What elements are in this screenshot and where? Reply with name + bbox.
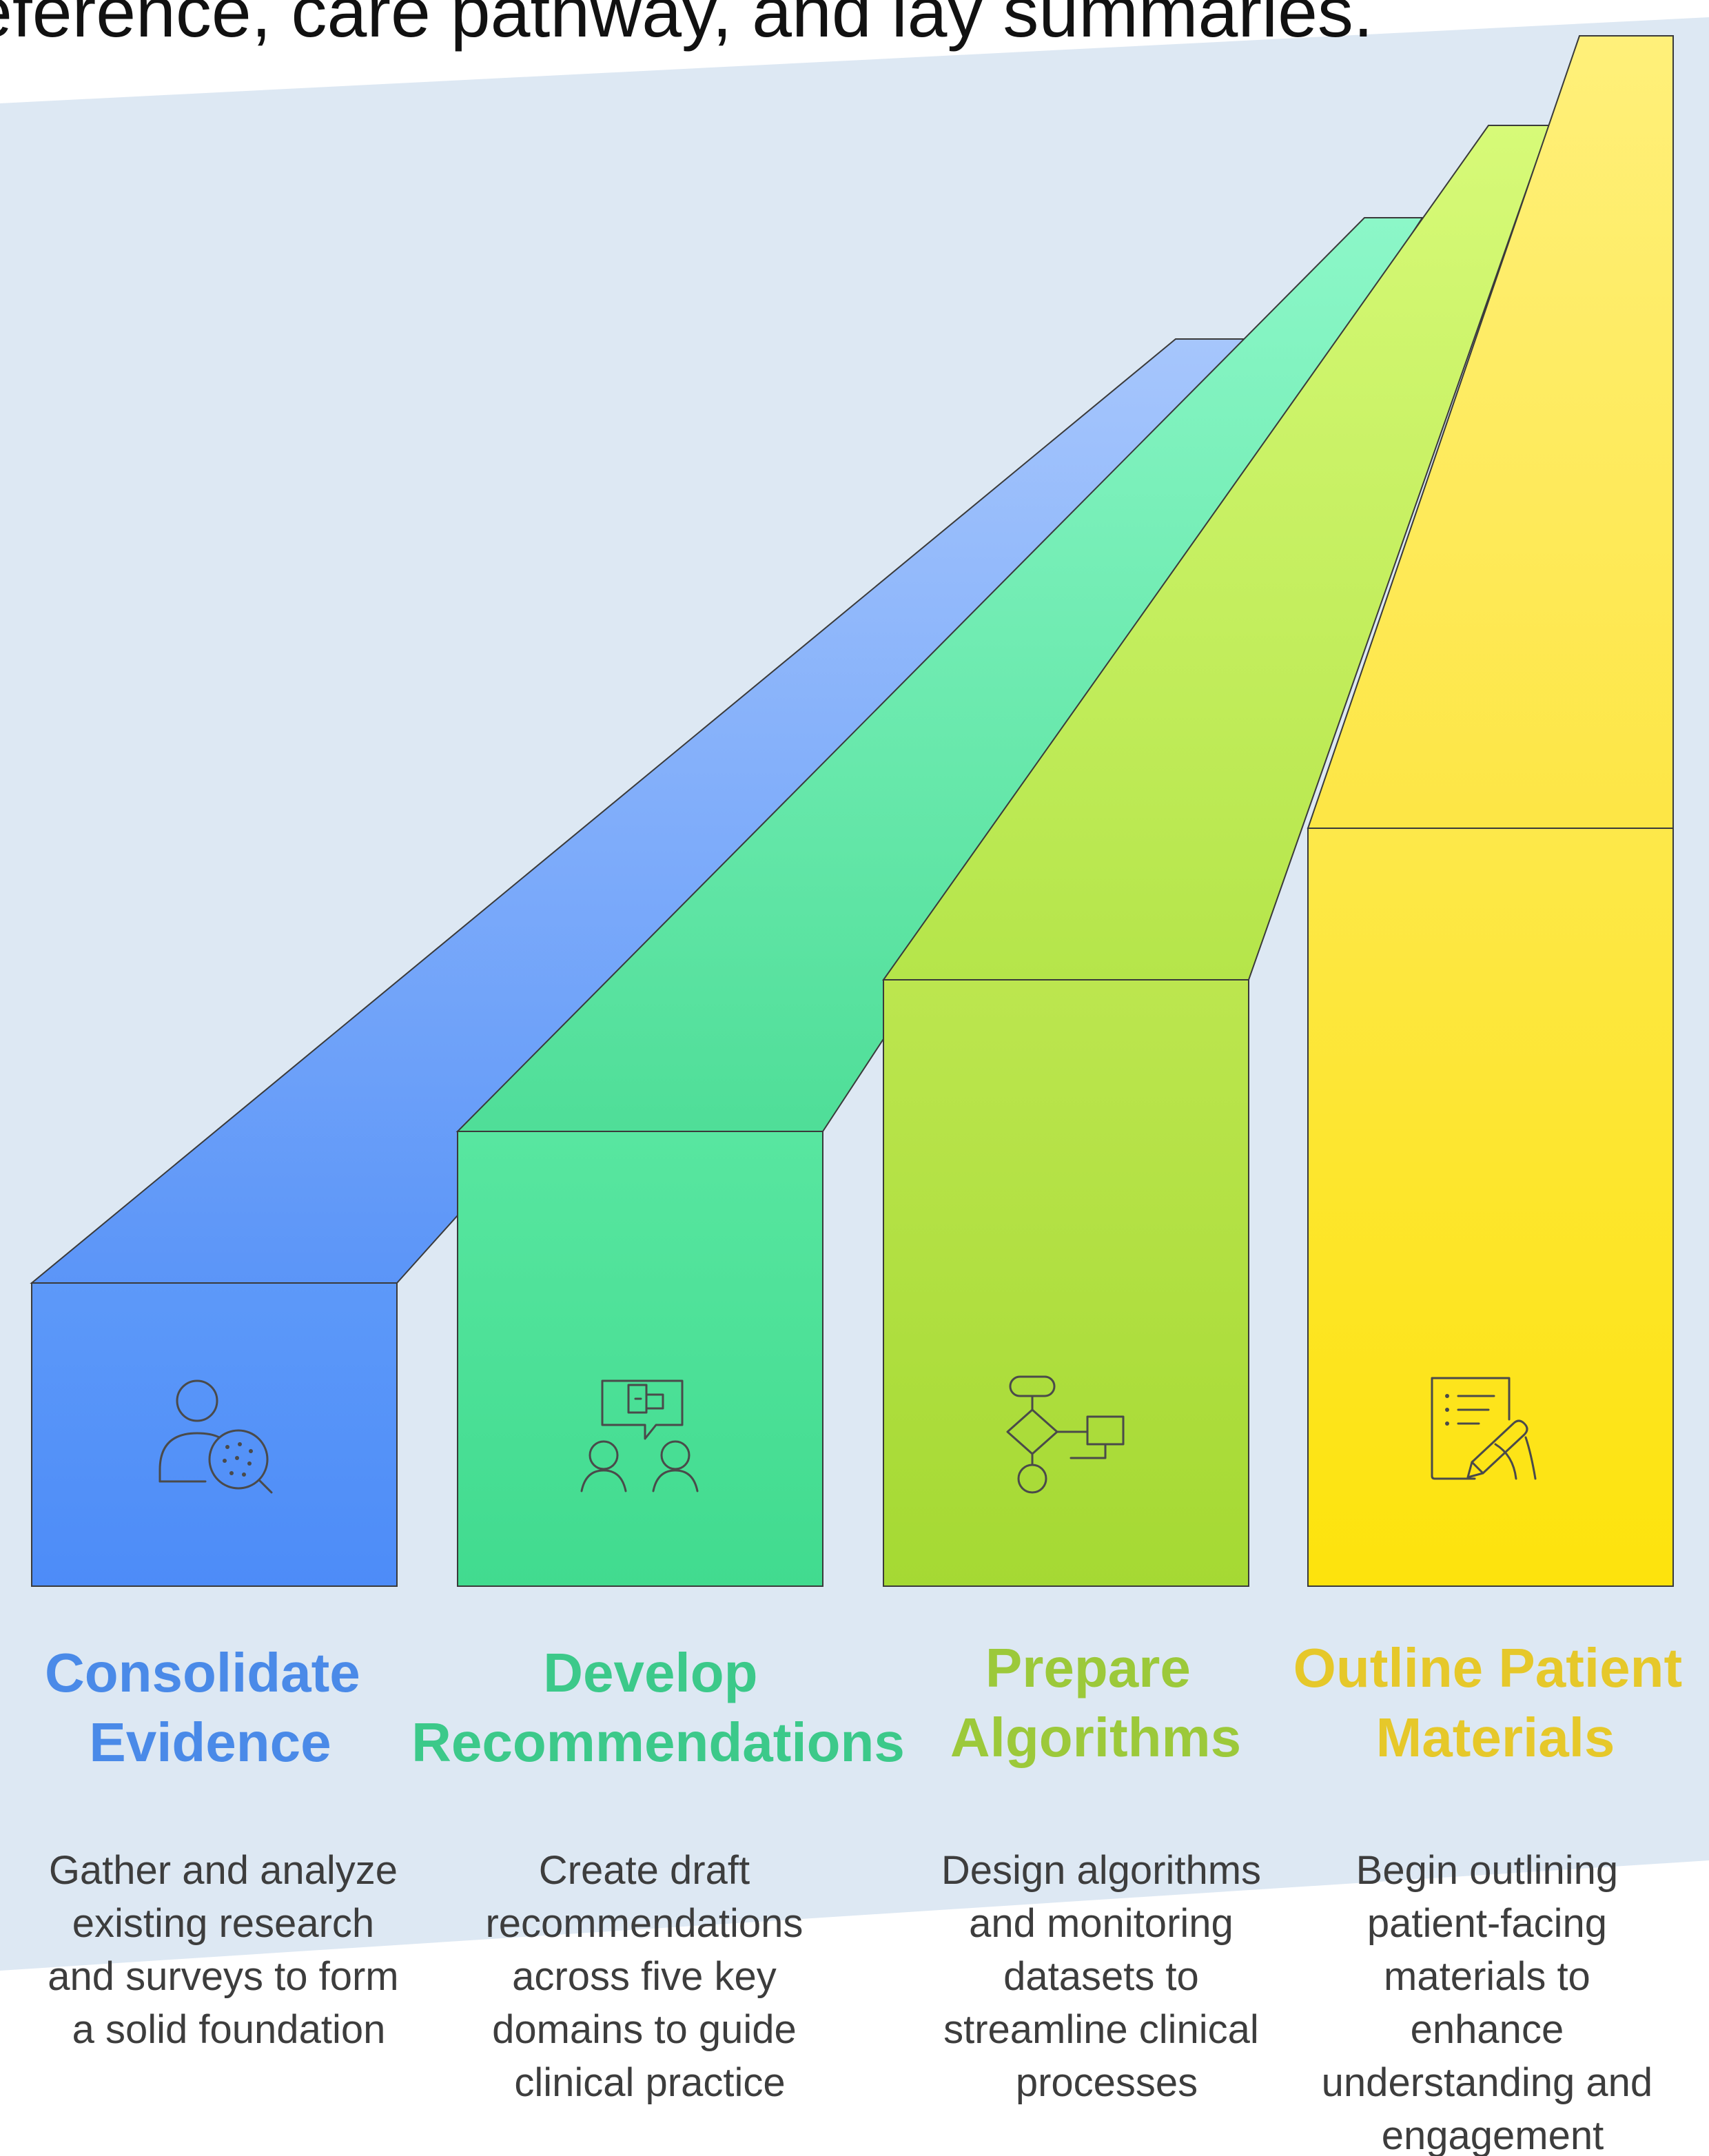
stage-4-title-line-1: Outline Patient xyxy=(1293,1637,1683,1698)
stage-2-description-line: Create draft xyxy=(539,1848,750,1893)
stage-1-title: Consolidate Evidence xyxy=(45,1642,376,1773)
stage-1-description-line: existing research xyxy=(72,1901,374,1946)
stage-2-description-line: domains to guide xyxy=(492,2007,797,2052)
page-title: eference, care pathway, and lay summarie… xyxy=(0,0,1373,52)
document-pen-icon xyxy=(1431,1377,1537,1480)
stage-2-title-line-2: Recommendations xyxy=(411,1712,905,1773)
people-discussion-icon xyxy=(580,1379,699,1492)
stage-3-description-line: streamline clinical xyxy=(943,2007,1259,2052)
stage-3-description-line: processes xyxy=(1016,2060,1198,2105)
stage-2-title-line-1: Develop xyxy=(543,1642,757,1703)
stage-3-title-line-2: Algorithms xyxy=(950,1707,1241,1768)
flowchart-icon xyxy=(1006,1375,1125,1494)
stage-4-description-line: materials to xyxy=(1384,1954,1590,1999)
stage-2-description: Create draft recommendations across five… xyxy=(485,1848,814,2105)
stage-3-title: Prepare Algorithms xyxy=(950,1637,1241,1768)
stage-1-description-line: Gather and analyze xyxy=(49,1848,398,1893)
stage-2-description-line: clinical practice xyxy=(514,2060,785,2105)
stage-4-front-face xyxy=(1307,828,1674,1587)
stage-1-description-line: a solid foundation xyxy=(72,2007,386,2052)
stage-4-description-line: understanding and xyxy=(1322,2060,1653,2105)
person-magnifier-icon xyxy=(158,1379,273,1494)
stage-3-description-line: and monitoring xyxy=(969,1901,1234,1946)
stage-4-description-line: Begin outlining xyxy=(1356,1848,1619,1893)
stage-4-description-line: patient-facing xyxy=(1367,1901,1607,1946)
stage-4-block xyxy=(1307,35,1674,1587)
stage-2-description-line: recommendations xyxy=(485,1901,803,1946)
stage-3-description-line: datasets to xyxy=(1003,1954,1199,1999)
stage-1-description: Gather and analyze existing research and… xyxy=(48,1848,409,2052)
stage-1-title-line-2: Evidence xyxy=(89,1712,331,1773)
stage-1-description-line: and surveys to form xyxy=(48,1954,398,1999)
stage-1-block xyxy=(30,338,1247,1587)
stage-3-block xyxy=(882,125,1551,1587)
stage-4-description-line: enhance xyxy=(1411,2007,1564,2052)
stage-4-description-line: engagement xyxy=(1382,2113,1604,2156)
stage-2-front-face xyxy=(457,1131,823,1587)
stage-3-front-face xyxy=(883,979,1249,1587)
stage-3-description-line: Design algorithms xyxy=(941,1848,1261,1893)
stage-1-title-line-1: Consolidate xyxy=(45,1642,360,1703)
stage-3-description: Design algorithms and monitoring dataset… xyxy=(941,1848,1272,2105)
stage-2-title: Develop Recommendations xyxy=(411,1642,905,1773)
stage-4-description: Begin outlining patient-facing materials… xyxy=(1322,1848,1664,2156)
stage-3-title-line-1: Prepare xyxy=(985,1637,1191,1698)
stage-2-description-line: across five key xyxy=(512,1954,777,1999)
stage-4-title: Outline Patient Materials xyxy=(1293,1637,1698,1768)
stage-4-title-line-2: Materials xyxy=(1376,1707,1615,1768)
